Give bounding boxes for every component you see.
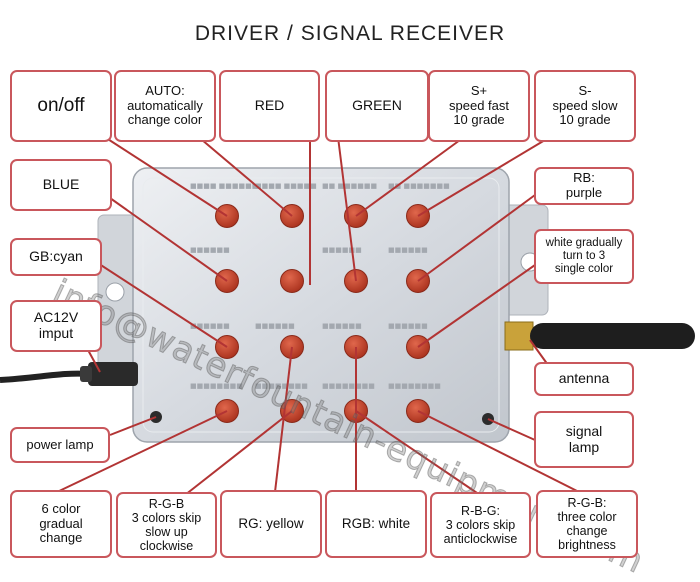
label-blue: BLUE bbox=[10, 159, 112, 211]
line-signal-lamp bbox=[487, 418, 536, 441]
label-gb-text: GB:cyan bbox=[29, 248, 83, 265]
label-rgb-skip-cw: R-G-B 3 colors skip slow up clockwise bbox=[116, 492, 217, 558]
label-ac12v-text: AC12V imput bbox=[33, 309, 79, 341]
driver-housing bbox=[132, 167, 510, 443]
svg-text:■■ ■■■■■■■: ■■ ■■■■■■■ bbox=[388, 182, 450, 190]
label-rgb-brightness-text: R-G-B: three color change brightness bbox=[557, 496, 617, 552]
label-rg-yellow: RG: yellow bbox=[220, 490, 322, 558]
line-rgb-brightness bbox=[417, 410, 586, 496]
line-antenna bbox=[529, 339, 549, 366]
svg-text:■■■■■■■■: ■■■■■■■■ bbox=[388, 382, 441, 390]
svg-text:■■■■■■: ■■■■■■ bbox=[388, 322, 428, 330]
svg-text:■■■■■■: ■■■■■■ bbox=[255, 322, 295, 330]
label-power-lamp: power lamp bbox=[10, 427, 110, 463]
line-six-color bbox=[54, 410, 228, 494]
line-rg-yellow bbox=[274, 346, 293, 493]
line-blue bbox=[109, 197, 228, 282]
label-white-gradual-text: white gradually turn to 3 single color bbox=[545, 237, 623, 275]
svg-text:■■■■ ■■■■■■: ■■■■ ■■■■■■ bbox=[190, 182, 258, 190]
label-signal-lamp: signal lamp bbox=[534, 411, 634, 468]
label-green-text: GREEN bbox=[352, 97, 402, 114]
label-sminus: S- speed slow 10 grade bbox=[534, 70, 636, 142]
svg-text:■■ ■■■■■■: ■■ ■■■■■■ bbox=[322, 182, 377, 190]
label-red: RED bbox=[219, 70, 320, 142]
label-rg-yellow-text: RG: yellow bbox=[238, 516, 304, 532]
svg-text:■■■■ ■■■■■: ■■■■ ■■■■■ bbox=[255, 182, 317, 190]
line-rbg-skip bbox=[355, 410, 481, 496]
label-onoff: on/off bbox=[10, 70, 112, 142]
label-rgb-brightness: R-G-B: three color change brightness bbox=[536, 490, 638, 558]
label-six-color: 6 color gradual change bbox=[10, 490, 112, 558]
svg-text:■■■■■■■■: ■■■■■■■■ bbox=[322, 382, 375, 390]
label-sminus-text: S- speed slow 10 grade bbox=[552, 83, 618, 128]
antenna-connector bbox=[504, 321, 534, 351]
svg-text:■■■■■■: ■■■■■■ bbox=[322, 246, 362, 254]
label-splus: S+ speed fast 10 grade bbox=[428, 70, 530, 142]
page-title: DRIVER / SIGNAL RECEIVER bbox=[194, 22, 506, 45]
power-plug bbox=[88, 362, 138, 386]
svg-text:■■■■■■: ■■■■■■ bbox=[190, 246, 230, 254]
label-six-color-text: 6 color gradual change bbox=[39, 501, 83, 546]
label-auto: AUTO: automatically change color bbox=[114, 70, 216, 142]
left-mount-hole bbox=[105, 282, 125, 302]
line-sminus bbox=[417, 139, 546, 217]
svg-text:■■■■■■: ■■■■■■ bbox=[322, 322, 362, 330]
label-auto-text: AUTO: automatically change color bbox=[127, 83, 203, 128]
line-ac12v bbox=[87, 349, 101, 373]
svg-text:■■■■■■: ■■■■■■ bbox=[388, 246, 428, 254]
line-gb bbox=[89, 257, 228, 348]
line-white-gradual bbox=[417, 264, 536, 348]
antenna-rod bbox=[530, 323, 695, 349]
line-rb bbox=[417, 194, 536, 282]
line-auto bbox=[194, 133, 293, 217]
label-antenna: antenna bbox=[534, 362, 634, 396]
svg-text:■■■■■■■■: ■■■■■■■■ bbox=[190, 382, 243, 390]
label-red-text: RED bbox=[254, 97, 285, 114]
line-green bbox=[337, 136, 357, 282]
connector-lines bbox=[54, 133, 586, 496]
label-signal-lamp-text: signal lamp bbox=[565, 422, 603, 455]
label-power-lamp-text: power lamp bbox=[26, 436, 94, 452]
label-gb: GB:cyan bbox=[10, 238, 102, 276]
label-blue-text: BLUE bbox=[42, 176, 80, 193]
line-splus bbox=[355, 139, 461, 217]
svg-text:■■■■■■: ■■■■■■ bbox=[190, 322, 230, 330]
label-ac12v: AC12V imput bbox=[10, 300, 102, 352]
label-splus-text: S+ speed fast 10 grade bbox=[449, 83, 509, 128]
label-antenna-text: antenna bbox=[558, 370, 610, 387]
line-power-lamp bbox=[109, 416, 157, 436]
label-rb: RB: purple bbox=[534, 167, 634, 205]
svg-text:■■■■■■■■: ■■■■■■■■ bbox=[255, 382, 308, 390]
line-rgb-skip bbox=[184, 410, 293, 496]
label-rbg-skip-acw: R-B-G: 3 colors skip anticlockwise bbox=[430, 492, 531, 558]
line-onoff bbox=[99, 133, 228, 217]
button-red bbox=[280, 269, 304, 293]
label-rb-text: RB: purple bbox=[565, 170, 603, 200]
label-white-gradual: white gradually turn to 3 single color bbox=[534, 229, 634, 284]
label-rgb-white-text: RGB: white bbox=[341, 516, 411, 532]
label-rgb-skip-cw-text: R-G-B 3 colors skip slow up clockwise bbox=[131, 497, 202, 553]
label-rbg-skip-acw-text: R-B-G: 3 colors skip anticlockwise bbox=[443, 504, 518, 546]
label-rgb-white: RGB: white bbox=[325, 490, 427, 558]
power-cable bbox=[0, 370, 91, 383]
label-onoff-text: on/off bbox=[37, 95, 85, 117]
label-green: GREEN bbox=[325, 70, 429, 142]
